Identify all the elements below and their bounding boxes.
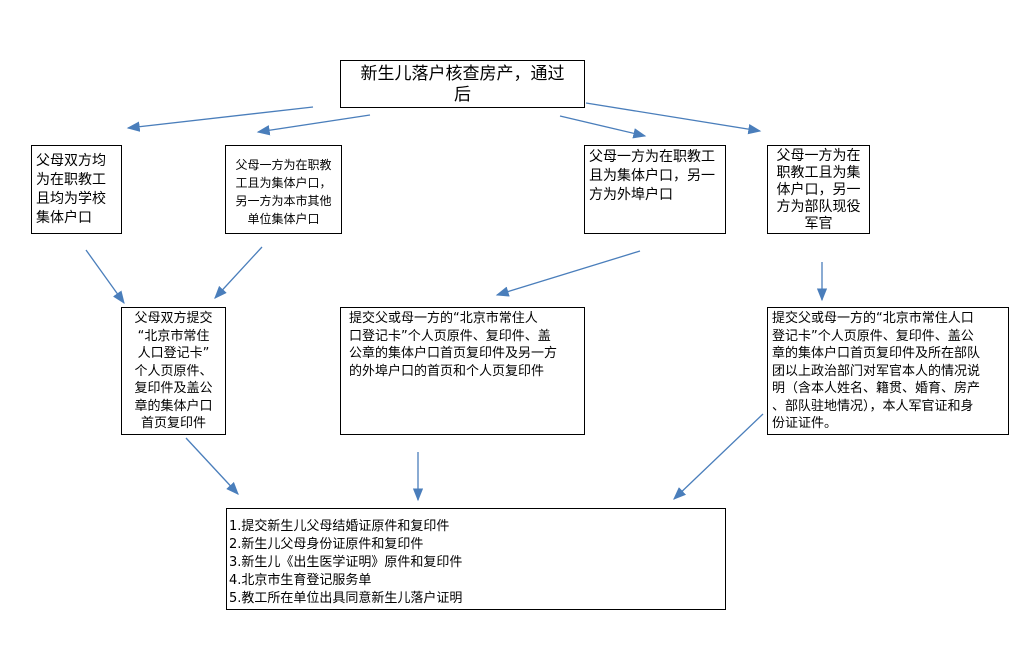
text-line: 后: [454, 85, 471, 105]
requirement-box-both: 父母双方提交 “北京市常住 人口登记卡” 个人页原件、 复印件及盖公 章的集体户…: [121, 307, 226, 435]
arrow: [256, 114, 371, 136]
text-line: 份证证件。: [772, 416, 838, 431]
text-line: 且均为学校: [36, 191, 106, 207]
condition-box-other-unit: 父母一方为在职教 工且为集体户口， 另一方为本市其他 单位集体户口: [225, 145, 342, 234]
condition-box-military: 父母一方为在 职教工且为集 体户口，另一 方为部队现役 军官: [767, 145, 870, 234]
text-line: 公章的集体户口首页复印件及另一方: [349, 346, 558, 361]
text-line: 体户口，另一: [776, 182, 861, 198]
text-line: 复印件及盖公: [134, 381, 213, 396]
text-line: 父母一方为在: [776, 148, 861, 164]
text-line: 、部队驻地情况），本人军官证和身: [772, 398, 974, 414]
list-item: 4.北京市生育登记服务单: [229, 573, 372, 588]
text-line: 章的集体户口首页复印件及所在部队: [772, 346, 981, 361]
arrow: [673, 413, 764, 500]
arrow: [85, 249, 125, 305]
text-line: 提交父或母一方的“北京市常住人: [349, 311, 538, 326]
text-line: 个人页原件、: [134, 363, 213, 379]
text-line: 新生儿落户核查房产，通过: [360, 64, 565, 84]
text-line: 方为部队现役: [776, 199, 861, 215]
text-line: 军官: [804, 216, 833, 232]
arrow: [559, 115, 647, 139]
text-line: 且为集体户口，另一: [589, 168, 715, 184]
list-item: 3.新生儿《出生医学证明》原件和复印件: [229, 555, 463, 570]
arrow: [214, 246, 263, 299]
text-line: 父母双方均: [36, 153, 106, 169]
final-documents-box: 1.提交新生儿父母结婚证原件和复印件 2.新生儿父母身份证原件和复印件 3.新生…: [226, 508, 726, 610]
start-box: 新生儿落户核查房产，通过 后: [340, 60, 585, 108]
arrow: [495, 250, 641, 297]
condition-box-both-school: 父母双方均 为在职教工 且均为学校 集体户口: [31, 145, 122, 234]
text-line: 单位集体户口: [247, 212, 320, 226]
requirement-box-military: 提交父或母一方的“北京市常住人口 登记卡”个人页原件、复印件、盖公 章的集体户口…: [767, 307, 1009, 435]
text-line: 方为外埠户口: [589, 187, 673, 203]
text-line: 章的集体户口: [134, 398, 213, 414]
arrow: [126, 106, 314, 132]
text-line: 职教工且为集: [776, 165, 861, 181]
text-line: 工且为集体户口，: [235, 176, 332, 190]
requirement-box-non-local: 提交父或母一方的“北京市常住人 口登记卡”个人页原件、复印件、盖 公章的集体户口…: [340, 307, 585, 435]
arrow: [185, 437, 239, 495]
text-line: 父母一方为在职教: [235, 158, 332, 172]
text-line: 的外埠户口的首页和个人页复印件: [349, 363, 545, 379]
arrow: [585, 102, 762, 135]
text-line: “北京市常住: [137, 328, 210, 344]
text-line: 首页复印件: [140, 416, 206, 431]
text-line: 口登记卡”个人页原件、复印件、盖: [349, 328, 551, 344]
text-line: 明（含本人姓名、籍贯、婚育、房产: [772, 381, 981, 396]
text-line: 父母一方为在职教工: [589, 149, 715, 165]
text-line: 人口登记卡”: [137, 346, 210, 361]
condition-box-non-local: 父母一方为在职教工 且为集体户口，另一 方为外埠户口: [584, 145, 726, 234]
text-line: 团以上政治部门对军官本人的情况说: [772, 363, 981, 379]
text-line: 另一方为本市其他: [235, 194, 332, 208]
text-line: 父母双方提交: [134, 311, 213, 326]
text-line: 为在职教工: [36, 172, 106, 188]
list-item: 2.新生儿父母身份证原件和复印件: [229, 537, 424, 552]
text-line: 登记卡”个人页原件、复印件、盖公: [772, 328, 974, 344]
text-line: 集体户口: [36, 210, 92, 226]
text-line: 提交父或母一方的“北京市常住人口: [772, 311, 974, 326]
list-item: 1.提交新生儿父母结婚证原件和复印件: [229, 519, 450, 534]
list-item: 5.教工所在单位出具同意新生儿落户证明: [229, 591, 463, 606]
